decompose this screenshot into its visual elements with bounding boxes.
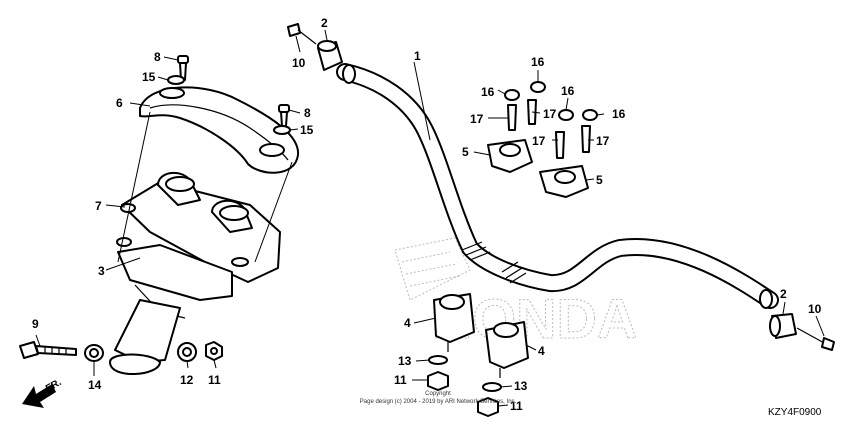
copyright-line: Page design (c) 2004 - 2019 by ARI Netwo… [360,399,517,405]
callout-17: 17 [596,134,610,148]
bolt-9 [19,341,77,359]
callout-17: 17 [532,134,546,148]
front-label: FR. [44,377,64,395]
lower-holder-4-right [477,321,529,417]
callout-4: 4 [404,316,411,330]
bar-end-weight-right [769,313,797,339]
bolt-8-right [273,104,291,135]
callout-15: 15 [142,70,156,84]
callout-16: 16 [481,85,495,99]
callout-3: 3 [98,264,105,278]
upper-cover-assembly [109,86,300,375]
callout-11: 11 [510,399,523,413]
callout-13: 13 [514,379,528,393]
lower-bracket [117,244,233,301]
callout-1: 1 [414,49,421,63]
callout-16: 16 [612,107,626,121]
copyright-title: Copyright [425,391,451,397]
collar-14 [84,344,104,362]
steering-stem [114,299,181,363]
callout-numbers: 1 2 2 3 4 4 5 5 6 7 8 8 9 10 10 11 11 11… [32,16,822,413]
upper-holder-5-right [539,165,589,198]
callout-5: 5 [596,173,603,187]
callout-10: 10 [808,302,822,316]
callout-2: 2 [321,16,328,30]
callout-10: 10 [292,56,306,70]
upper-holder-5-left [487,139,533,173]
screw-10-left [287,23,317,45]
callout-11: 11 [208,373,221,387]
lower-holder-4-left [427,293,475,391]
front-arrow-icon: FR. [22,377,64,408]
callout-17: 17 [470,112,484,126]
callout-2: 2 [780,287,787,301]
callout-8: 8 [154,50,161,64]
leader-lines [35,29,825,407]
diagram-code: KZY4F0900 [768,407,822,418]
callout-14: 14 [88,378,102,392]
callout-7: 7 [95,199,102,213]
callout-15: 15 [300,123,314,137]
callout-9: 9 [32,317,39,331]
callout-16: 16 [561,84,575,98]
callout-6: 6 [116,96,123,110]
upper-cover [139,86,300,174]
callout-17: 17 [543,107,557,121]
callout-4: 4 [538,344,545,358]
callout-12: 12 [180,373,194,387]
collar-12 [177,342,197,362]
nut-11-left [205,341,223,361]
callout-8: 8 [304,106,311,120]
callout-13: 13 [398,354,412,368]
handlebar-1 [336,63,779,309]
callout-5: 5 [462,145,469,159]
callout-11: 11 [394,373,407,387]
callout-16: 16 [531,55,545,69]
screw-10-right [796,327,835,351]
bar-end-weight-left [317,40,343,71]
bolt-8-upper [167,55,189,85]
